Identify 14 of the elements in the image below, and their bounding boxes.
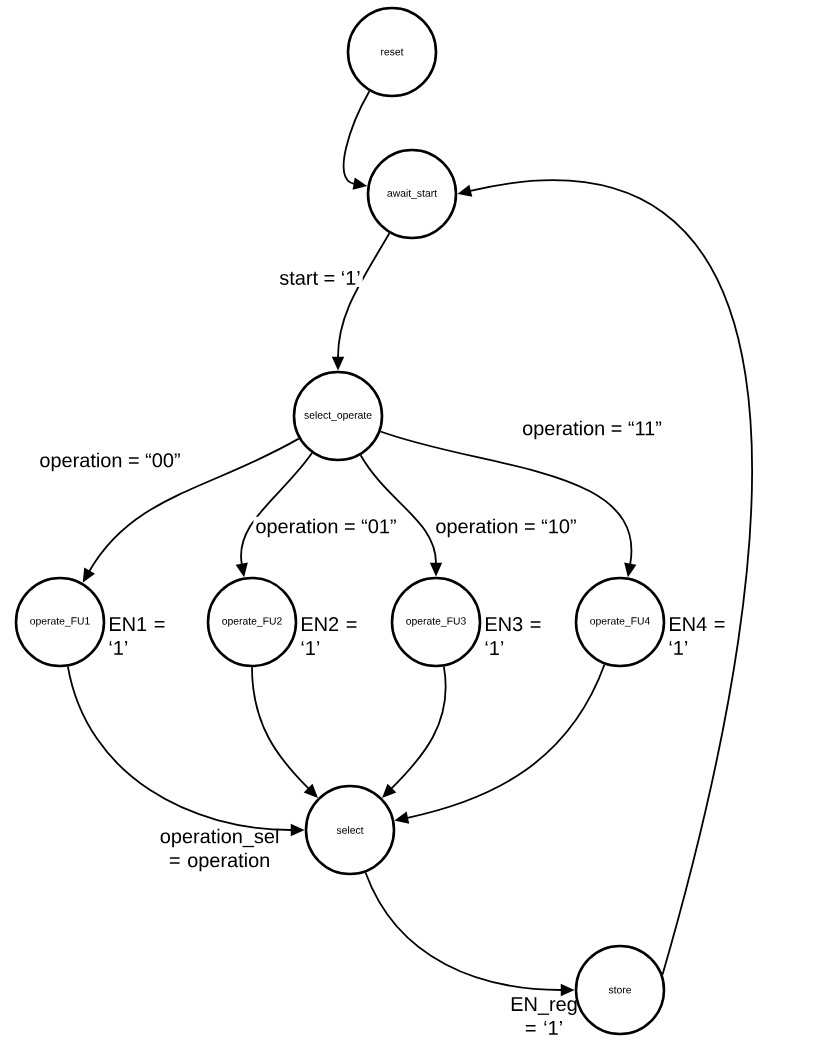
edge-label: operation = “01” — [253, 516, 399, 540]
state-output-label: EN1 = ‘1’ — [109, 617, 165, 655]
state-output-label: EN_reg = ‘1’ — [511, 997, 577, 1035]
edge-label: operation = “10” — [433, 516, 579, 540]
state-output-label: EN2 = ‘1’ — [301, 617, 357, 655]
arrow — [251, 666, 318, 798]
edge-label: start = ‘1’ — [277, 269, 363, 287]
arrow — [342, 90, 371, 190]
state-output-label: EN4 = ‘1’ — [669, 617, 725, 655]
state-output-label: operation_sel = operation — [160, 828, 279, 872]
arrow — [382, 665, 447, 798]
edge-label: operation = “00” — [37, 450, 183, 474]
state-output-label: EN3 = ‘1’ — [485, 617, 541, 655]
edge-label: operation = “11” — [520, 418, 664, 442]
